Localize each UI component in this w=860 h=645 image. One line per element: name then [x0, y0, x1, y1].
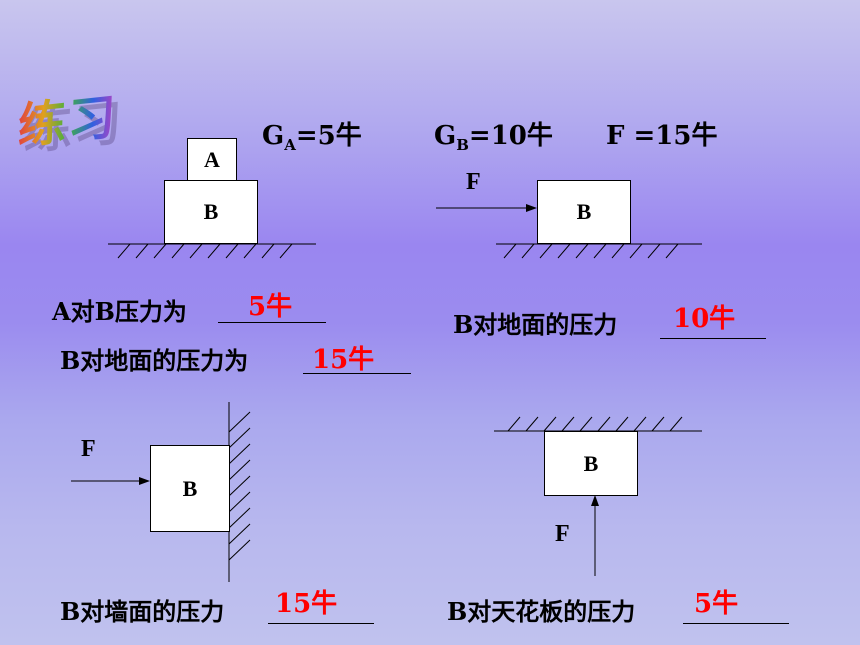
- ground-1: [108, 243, 316, 259]
- given-f: F =15牛: [606, 121, 718, 151]
- block-a: A: [187, 138, 237, 181]
- force-arrow-4: [591, 495, 599, 576]
- force-arrow-2: [436, 204, 537, 212]
- question-2: B对地面的压力为: [60, 346, 249, 375]
- block-b-3: B: [150, 445, 230, 532]
- block-b-1: B: [164, 180, 258, 244]
- answer-2: 15牛: [312, 345, 375, 375]
- answer-blank-5: [683, 623, 789, 624]
- question-3: B对地面的压力: [453, 310, 618, 339]
- ground-2: [496, 243, 702, 259]
- answer-1: 5牛: [248, 292, 293, 322]
- block-b-2: B: [537, 180, 631, 244]
- page-title: 练习: [17, 76, 119, 157]
- force-label-3: F: [81, 436, 96, 462]
- answer-blank-4: [268, 623, 374, 624]
- answer-blank-2: [303, 373, 411, 374]
- answer-5: 5牛: [694, 589, 739, 619]
- force-label-4: F: [555, 521, 570, 547]
- question-1: A对B压力为: [52, 297, 187, 326]
- answer-3: 10牛: [673, 304, 736, 334]
- given-ga: GA=5牛: [262, 121, 362, 155]
- force-label-2: F: [466, 169, 481, 195]
- question-5: B对天花板的压力: [447, 597, 636, 626]
- answer-4: 15牛: [275, 589, 338, 619]
- given-gb: GB=10牛: [434, 121, 553, 155]
- question-4: B对墙面的压力: [60, 597, 225, 626]
- answer-blank-3: [660, 338, 766, 339]
- block-b-4: B: [544, 431, 638, 496]
- answer-blank-1: [218, 322, 326, 323]
- force-arrow-3: [71, 477, 150, 485]
